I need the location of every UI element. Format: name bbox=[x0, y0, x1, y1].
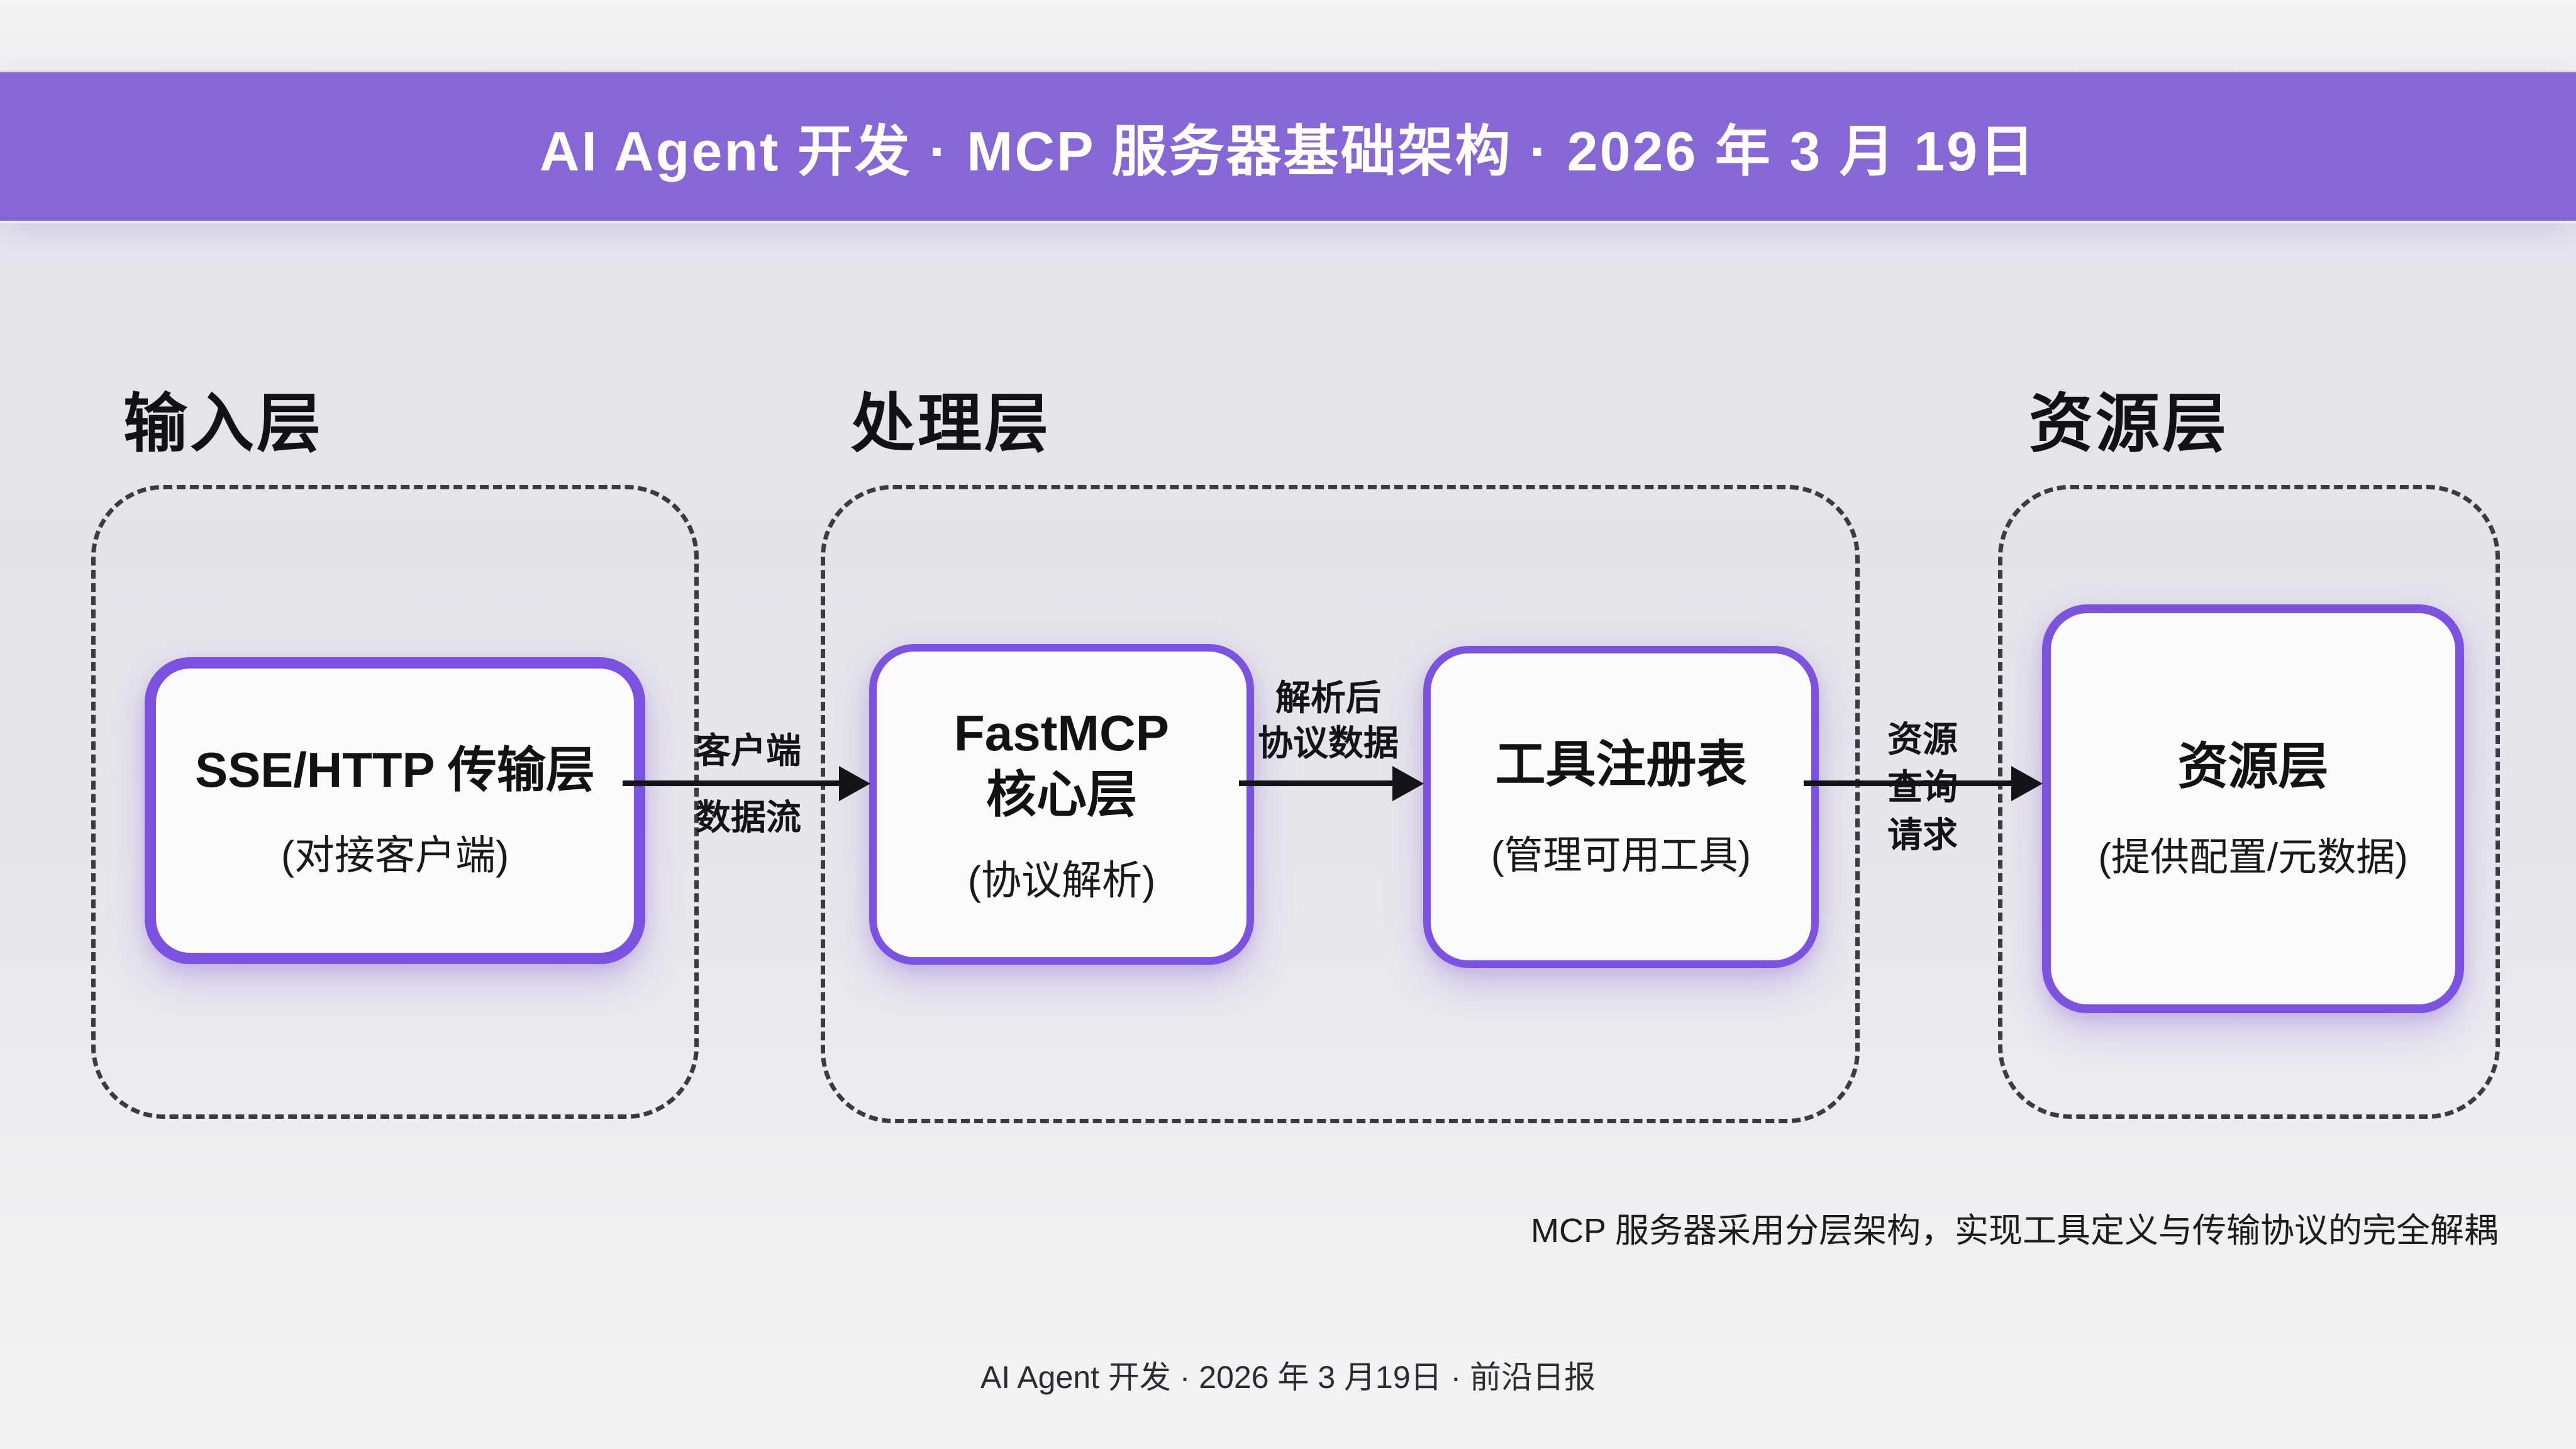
node-title: 资源层 bbox=[2177, 738, 2329, 795]
arrow-head-icon bbox=[1392, 766, 1424, 801]
layer-heading-resource: 资源层 bbox=[2029, 388, 2229, 460]
layer-heading-input: 输入层 bbox=[123, 388, 323, 460]
arrow-label-client-stream-top: 客户端 bbox=[696, 731, 801, 770]
arrow-label-client-stream-bottom: 数据流 bbox=[696, 797, 801, 837]
process-layer-region bbox=[821, 485, 1860, 1123]
arrow-label-resource-query: 资源 查询 请求 bbox=[1887, 719, 1958, 855]
header-bar: AI Agent 开发 · MCP 服务器基础架构 · 2026 年 3 月 1… bbox=[0, 70, 2576, 221]
node-title-line-2: 核心层 bbox=[986, 767, 1137, 823]
node-subtitle: (管理可用工具) bbox=[1491, 833, 1752, 877]
node-title: 工具注册表 bbox=[1495, 736, 1747, 793]
node-title-line-1: FastMCP bbox=[953, 705, 1170, 762]
node-title: SSE/HTTP 传输层 bbox=[195, 742, 595, 798]
summary-note: MCP 服务器采用分层架构，实现工具定义与传输协议的完全解耦 bbox=[1530, 1212, 2498, 1250]
node-subtitle: (协议解析) bbox=[967, 857, 1156, 903]
node-subtitle: (提供配置/元数据) bbox=[2098, 835, 2408, 879]
arrow-label-parsed-protocol: 解析后 协议数据 bbox=[1258, 678, 1399, 763]
input-layer-region bbox=[91, 485, 699, 1119]
arrow-shaft-resource-query bbox=[1804, 780, 2012, 786]
footer-caption: AI Agent 开发 · 2026 年 3 月19日 · 前沿日报 bbox=[980, 1360, 1596, 1395]
layer-heading-process: 处理层 bbox=[851, 388, 1051, 460]
node-fastmcp-core: FastMCP 核心层 (协议解析) bbox=[869, 644, 1254, 965]
node-tool-registry: 工具注册表 (管理可用工具) bbox=[1423, 646, 1819, 968]
arrow-head-icon bbox=[2011, 766, 2043, 801]
node-subtitle: (对接客户端) bbox=[280, 832, 509, 878]
node-sse-http-transport: SSE/HTTP 传输层 (对接客户端) bbox=[145, 657, 645, 964]
arrow-shaft-parsed-protocol bbox=[1239, 780, 1394, 786]
resource-layer-region bbox=[1998, 485, 2500, 1119]
arrow-head-icon bbox=[839, 766, 870, 801]
header-title: AI Agent 开发 · MCP 服务器基础架构 · 2026 年 3 月 1… bbox=[539, 119, 2037, 182]
node-resource-layer: 资源层 (提供配置/元数据) bbox=[2042, 604, 2464, 1013]
arrow-shaft-client-stream bbox=[623, 780, 840, 786]
